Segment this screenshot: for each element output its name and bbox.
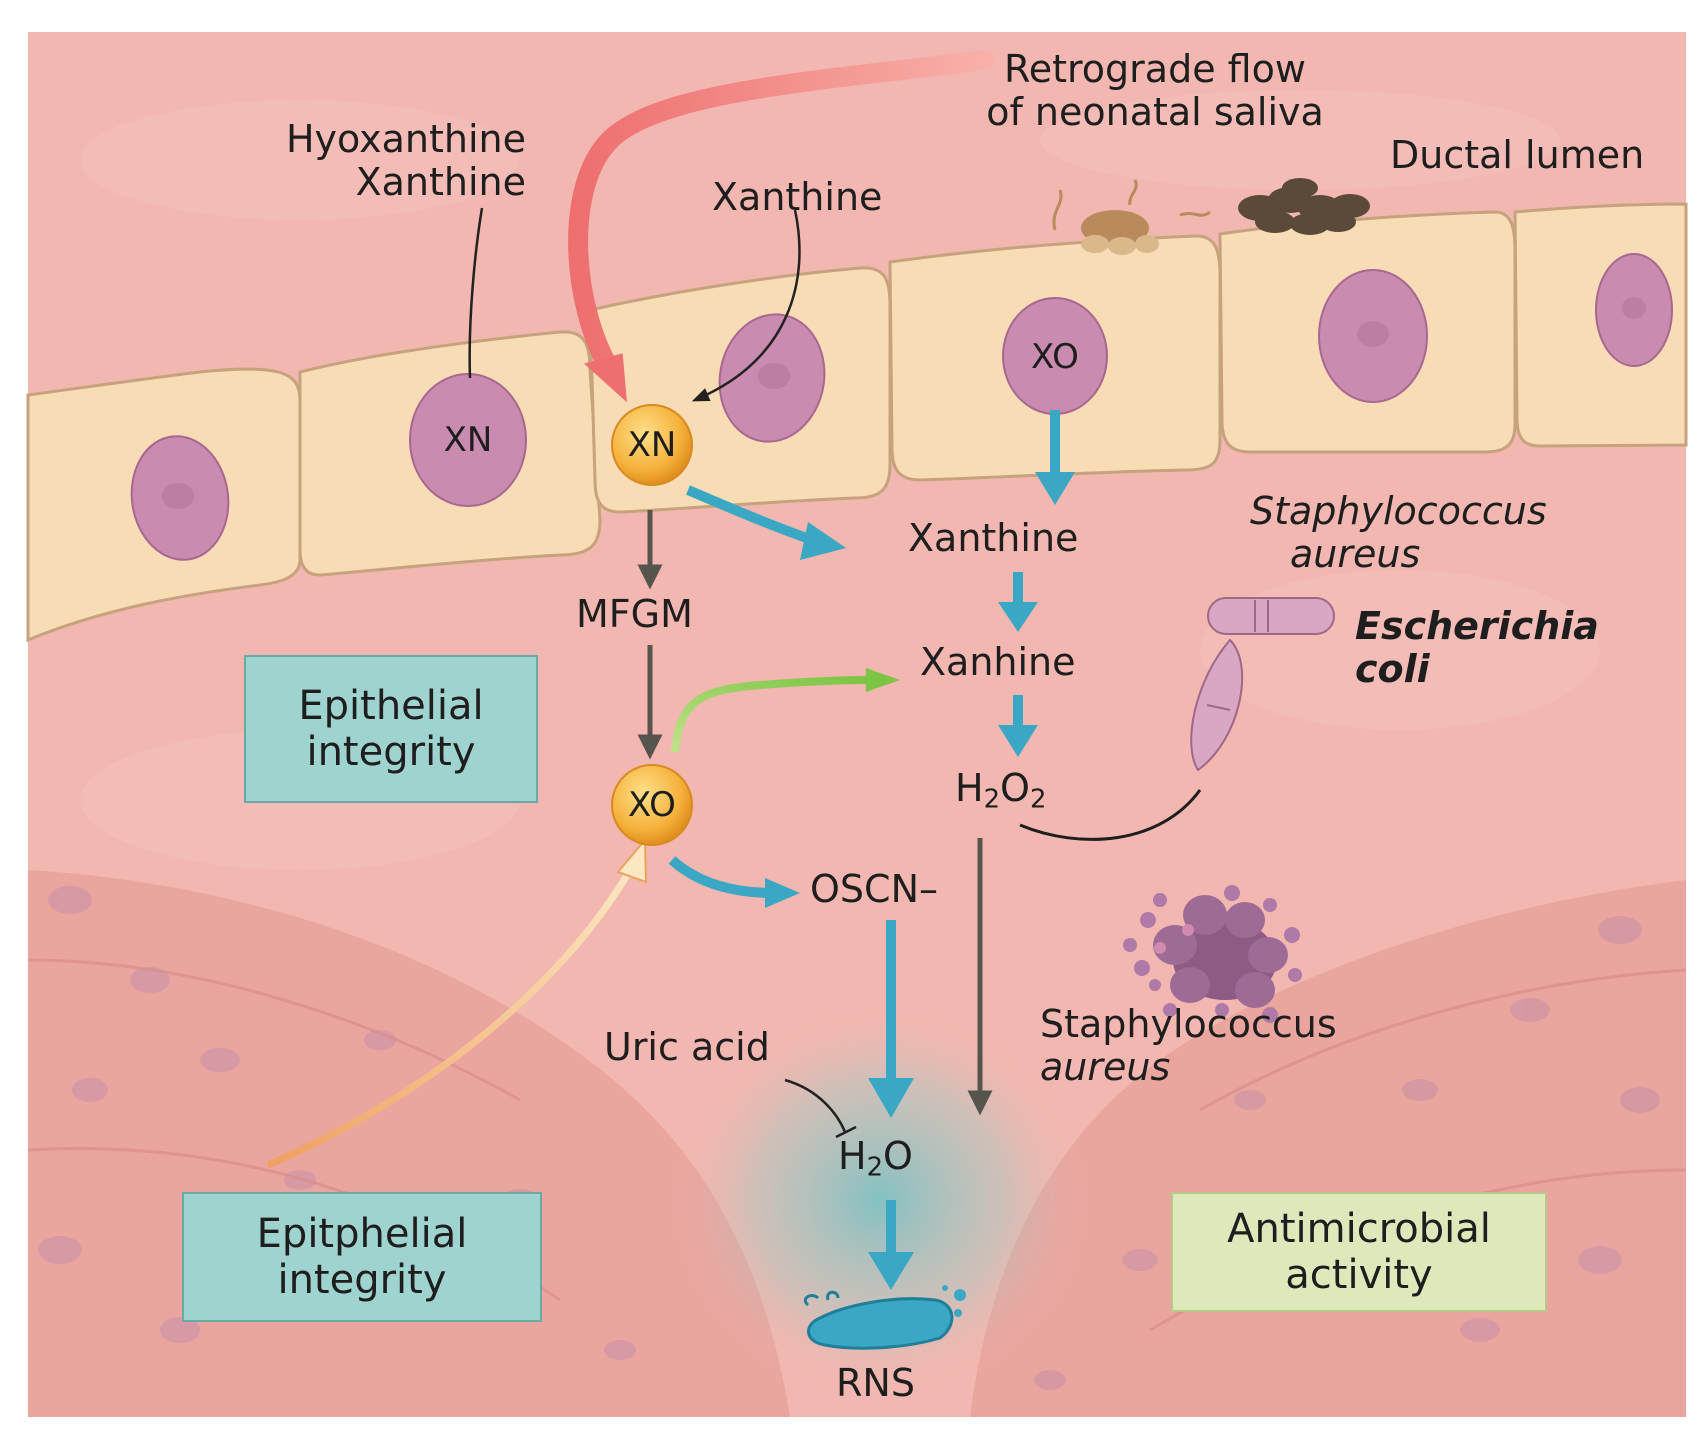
spindle-bacterium: [1190, 638, 1244, 772]
oscn-label: OSCN–: [810, 867, 938, 911]
staph-top-line2: aureus: [1290, 531, 1421, 576]
surface-bacteria-brown: [1052, 179, 1211, 255]
ecoli-line1: Escherichia: [1355, 604, 1599, 648]
uric-acid-inhibition: [784, 1078, 847, 1133]
xanthine-top-label: Xanthine: [712, 175, 883, 219]
antimicrobial-line2: activity: [1285, 1252, 1433, 1298]
staph-top-label: Staphylococcus aureus: [1250, 490, 1610, 575]
epithelial-line2: integrity: [306, 729, 476, 775]
surface-bacteria-dark: [1238, 178, 1370, 235]
enzyme-xn-label: XN: [627, 425, 677, 465]
ecoli-bacterium: [1207, 597, 1335, 635]
staph-top-line1: Staphylococcus: [1250, 489, 1547, 533]
staph-bottom-line2: aureus: [1040, 1044, 1171, 1089]
arrow-xo-to-xanhine: [671, 676, 871, 753]
xanthine-pointer: [691, 209, 801, 402]
epithelial-line1: Epithelial: [298, 683, 484, 729]
xanthine-mid-label: Xanthine: [908, 516, 1079, 560]
arrow-xn-to-xanthine: [686, 485, 814, 545]
enzyme-xn-circle: [611, 404, 693, 486]
ductal-lumen-label: Ductal lumen: [1390, 133, 1645, 177]
antimicrobial-activity-box-bg: [1171, 1192, 1547, 1312]
epithelial-integrity-box-bg: [244, 655, 538, 803]
hyoxanthine-label: Hyoxanthine Xanthine: [200, 118, 526, 203]
ecoli-line2: coli: [1355, 646, 1430, 691]
retrograde-flow-arrow: [568, 50, 995, 380]
antimicrobial-activity-box: Antimicrobial activity: [1172, 1193, 1546, 1311]
staph-bottom-line1: Staphylococcus: [1040, 1002, 1337, 1046]
nucleus-xn-label: XN: [443, 420, 493, 460]
epitphelial-line1: Epitphelial: [256, 1211, 468, 1257]
retrograde-line2: of neonatal saliva: [986, 89, 1324, 134]
xanhine-label: Xanhine: [920, 640, 1076, 684]
h2o-label: H2O: [838, 1134, 913, 1183]
hyoxanthine-pointer: [468, 207, 484, 379]
retrograde-line1: Retrograde flow: [1004, 47, 1306, 91]
hyoxanthine-text: Hyoxanthine: [285, 117, 526, 161]
enzyme-xo-label: XO: [628, 785, 676, 825]
ecoli-label: Escherichia coli: [1355, 605, 1599, 690]
antimicrobial-line1: Antimicrobial: [1227, 1206, 1491, 1252]
staph-cluster: [1123, 885, 1302, 1023]
enzyme-xo-circle: [611, 764, 693, 846]
rns-bacterium: [803, 1285, 966, 1350]
epitphelial-integrity-box: Epitphelial integrity: [183, 1193, 541, 1321]
rns-label: RNS: [836, 1361, 915, 1405]
nucleus: [409, 373, 527, 507]
staph-bottom-label: Staphylococcus aureus: [1040, 1003, 1337, 1088]
nucleus-xo-label: XO: [1031, 337, 1079, 377]
mfgm-label: MFGM: [576, 592, 693, 636]
epithelial-integrity-box: Epithelial integrity: [245, 656, 537, 802]
h2o2-label: H2O2: [955, 766, 1047, 815]
epitphelial-integrity-box-bg: [182, 1192, 542, 1322]
h2o2-to-bacteria-line: [1019, 789, 1202, 841]
retrograde-flow-label: Retrograde flow of neonatal saliva: [960, 48, 1350, 133]
arrow-epithelial-to-xo: [266, 868, 634, 1169]
xanthine-left-text: Xanthine: [355, 159, 526, 204]
uric-acid-label: Uric acid: [604, 1025, 770, 1069]
arrow-xo-to-oscn: [668, 856, 769, 898]
epitphelial-line2: integrity: [277, 1257, 447, 1303]
